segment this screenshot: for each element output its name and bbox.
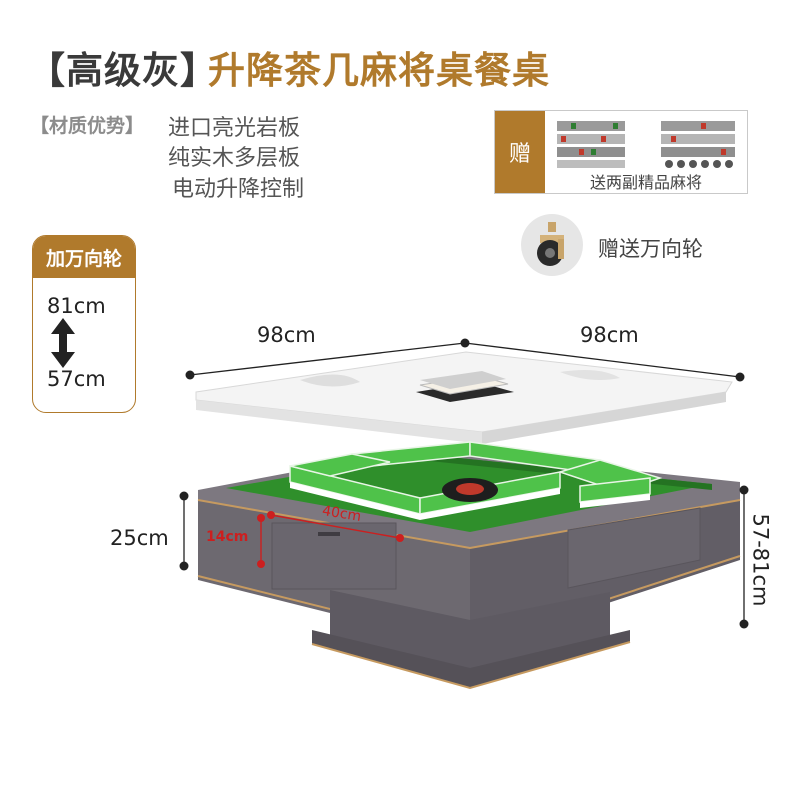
title-product: 升降茶几麻将桌餐桌 (208, 49, 550, 92)
lift-high-value: 81cm (47, 294, 106, 318)
lift-header: 加万向轮 (33, 236, 135, 278)
mahjong-sets-image (557, 121, 735, 168)
drawer-height-label: 14cm (206, 529, 249, 545)
gift-box: 赠 送两副精品麻将 (494, 110, 748, 194)
total-height-label: 57-81cm (748, 513, 773, 607)
materials-label: 【材质优势】 (30, 115, 145, 137)
lift-height-box: 加万向轮 81cm 57cm (32, 235, 136, 413)
gift-caption: 送两副精品麻将 (589, 173, 702, 192)
material-item: 电动升降控制 (172, 177, 305, 202)
gift-tag: 赠 (495, 111, 545, 193)
wheel-gift-text: 赠送万向轮 (598, 237, 703, 261)
width-right-label: 98cm (580, 323, 639, 347)
material-item: 纯实木多层板 (168, 146, 301, 171)
lift-low-value: 57cm (47, 367, 106, 391)
title-variant: 【高级灰】 (28, 49, 218, 92)
body-height-label: 25cm (110, 526, 169, 550)
caster-wheel-icon (521, 214, 583, 276)
up-down-arrow-icon (51, 318, 75, 368)
width-left-label: 98cm (257, 323, 316, 347)
material-item: 进口亮光岩板 (168, 116, 301, 141)
